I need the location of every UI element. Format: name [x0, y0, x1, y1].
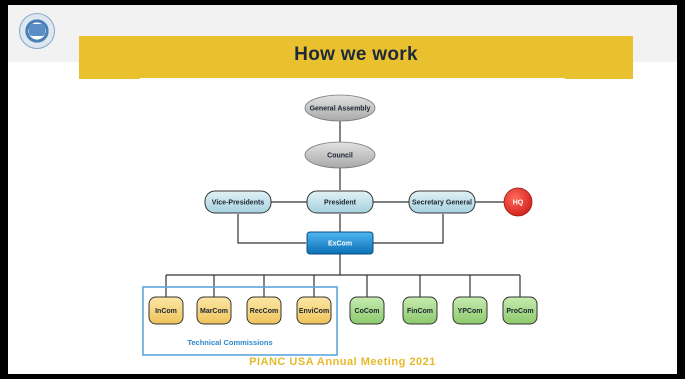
- marcom-label: MarCom: [200, 308, 228, 315]
- president-label: President: [324, 200, 357, 207]
- slide-title: How we work: [294, 44, 418, 65]
- node-secretary-general: Secretary General: [408, 190, 476, 214]
- technical-commissions-box: [142, 286, 338, 356]
- node-ypcom: YPCom: [452, 296, 488, 325]
- secretary-general-label: Secretary General: [412, 200, 472, 207]
- technical-commissions-label: Technical Commissions: [187, 338, 272, 347]
- node-marcom: MarCom: [196, 296, 232, 325]
- title-bar: How we work: [79, 36, 633, 79]
- cocom-label: CoCom: [355, 308, 380, 315]
- slide-footer: PIANC USA Annual Meeting 2021: [249, 356, 436, 368]
- title-underline: [140, 78, 565, 80]
- incom-label: InCom: [155, 308, 177, 315]
- fincom-label: FinCom: [407, 308, 433, 315]
- node-hq: HQ: [503, 187, 533, 217]
- node-general-assembly: General Assembly: [304, 94, 376, 122]
- reccom-label: RecCom: [250, 308, 278, 315]
- general-assembly-label: General Assembly: [310, 106, 371, 113]
- node-excom: ExCom: [306, 231, 374, 255]
- vice-presidents-label: Vice-Presidents: [212, 200, 265, 207]
- connector-lines: [165, 120, 521, 297]
- node-reccom: RecCom: [246, 296, 282, 325]
- pianc-logo-icon: [19, 13, 55, 49]
- node-procom: ProCom: [502, 296, 538, 325]
- slide-canvas: How we work: [8, 5, 677, 374]
- node-incom: InCom: [148, 296, 184, 325]
- ypcom-label: YPCom: [458, 308, 483, 315]
- envicom-label: EnviCom: [299, 308, 329, 315]
- node-president: President: [306, 190, 374, 214]
- node-envicom: EnviCom: [296, 296, 332, 325]
- excom-label: ExCom: [328, 241, 352, 248]
- node-fincom: FinCom: [402, 296, 438, 325]
- node-vice-presidents: Vice-Presidents: [204, 190, 272, 214]
- node-cocom: CoCom: [349, 296, 385, 325]
- procom-label: ProCom: [506, 308, 533, 315]
- node-council: Council: [304, 141, 376, 169]
- hq-label: HQ: [513, 200, 524, 207]
- council-label: Council: [327, 153, 353, 160]
